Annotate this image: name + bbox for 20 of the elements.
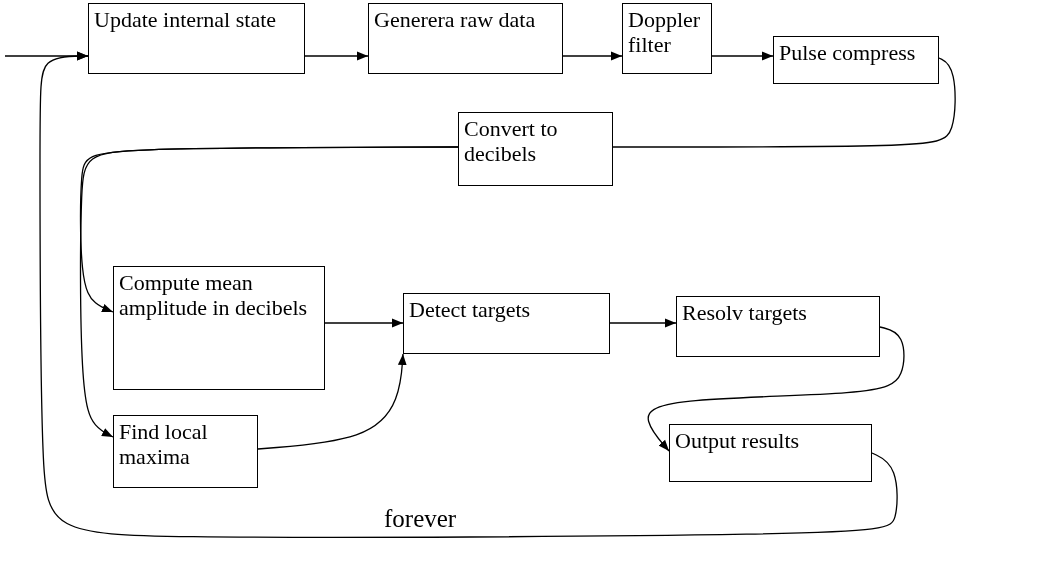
arrow [711,51,774,61]
arrow [257,353,407,450]
process-box: Generera raw data [368,3,563,74]
process-box: Resolv targets [676,296,880,357]
arrow [304,51,369,61]
process-box: Find local maxima [113,415,258,488]
arrow [324,318,404,328]
connector-line [612,57,956,148]
process-box: Doppler filter [622,3,712,74]
arrow [39,51,898,538]
arrow [647,326,905,452]
arrow [79,146,459,438]
process-box: Update internal state [88,3,305,74]
process-box: Detect targets [403,293,610,354]
process-box: Compute mean amplitude in decibels [113,266,325,390]
arrow [609,318,677,328]
process-box: Convert to decibels [458,112,613,186]
process-box: Pulse compress [773,36,939,84]
process-box: Output results [669,424,872,482]
arrow [562,51,623,61]
